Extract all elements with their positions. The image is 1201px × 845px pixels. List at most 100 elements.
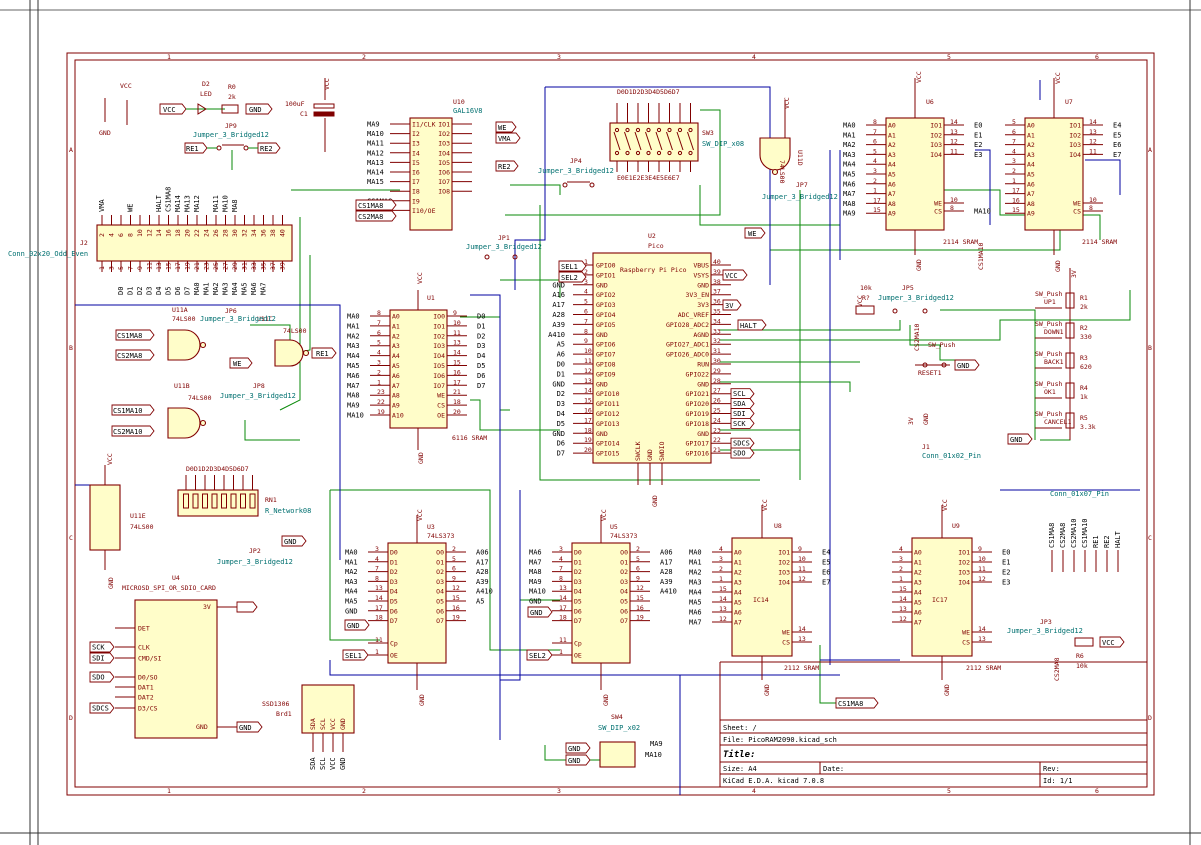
chip-u3[interactable]: U3 74LS373 D03MA0D14MA1D27MA2D38MA3D413M… (345, 509, 493, 706)
u2-left-net: D5 (557, 420, 565, 428)
switch-sw3[interactable]: D0D1D2D3D4D5D6D7 E0E1E2E3E4E5E6E7 SW3 SW… (609, 88, 744, 182)
u2-right-pin-name: GPIO16 (686, 450, 710, 458)
chip-u8[interactable]: U8 IC14 2112 SRAM A04MA0A13MA1A22MA2A31M… (689, 499, 879, 709)
col-mark-top: 5 (947, 53, 951, 61)
chip-u9[interactable]: U9 IC17 2112 SRAM A04A13A22A31A415A514A6… (892, 499, 1125, 696)
u9-pin-name: CS (962, 639, 970, 647)
u2-left-pin-name: GPIO7 (596, 351, 616, 359)
u1-net: MA4 (347, 352, 360, 360)
sw3-lever (645, 131, 652, 151)
chip-u5[interactable]: U5 74LS373 D03MA6D14MA7D27MA8D38MA9D413M… (529, 509, 677, 706)
u1-net: MA1 (347, 322, 360, 330)
we-flag-mid: WE (748, 230, 756, 238)
u9-ref: U9 (952, 522, 960, 530)
u5-pin-name: O7 (620, 617, 628, 625)
j2-ref: J2 (80, 239, 88, 247)
jumper-jp5[interactable]: JP5 Jumper_3_Bridged12 10k R? VCC CS2MA1… (855, 243, 985, 351)
sw3-lever (655, 131, 663, 151)
chip-u2-pico[interactable]: U2 Pico GPIO01GPIO12GND3GNDGPIO24A16GPIO… (548, 232, 755, 507)
u6-pin-name: A4 (888, 161, 896, 169)
reset-gnd: GND (957, 362, 970, 370)
j3-net: CS1MA8 (1048, 523, 1056, 548)
u4-net: SDO (92, 674, 105, 682)
gnd-flag-u5: GND (530, 609, 543, 617)
u10-pin-name: IO1 (438, 121, 450, 129)
u1-net: MA10 (347, 412, 364, 420)
jumper-jp4[interactable]: JP4 Jumper_3_Bridged12 (538, 157, 614, 188)
u2-left-pin-num: 8 (584, 327, 588, 335)
u6-net: MA1 (843, 131, 856, 139)
u5-pin-num: 3 (559, 545, 563, 553)
jp7-value: Jumper_3_Bridged12 (762, 193, 838, 201)
j2-net-top: VMA (98, 199, 106, 212)
u6-pin-name: A0 (888, 122, 896, 130)
switch-reset1[interactable]: SW_Push RESET1 GND (915, 341, 980, 377)
chip-u10[interactable]: U10 GAL16V8 I1/CLKMA9I2MA10I3MA11I4MA12I… (367, 98, 483, 231)
u9-value: 2112 SRAM (966, 664, 1001, 672)
u2-left-pin-name: GPIO3 (596, 301, 616, 309)
jumper-jp1[interactable]: JP1 Jumper_3_Bridged12 (466, 234, 542, 260)
chip-u6[interactable]: U6 2114 SRAM A08MA0A17MA1A26MA2A35MA3A44… (843, 71, 991, 271)
chip-u1[interactable]: U1 6116 SRAM A08MA0A17MA1A26MA2A35MA3A44… (347, 272, 487, 464)
u7-pin-num: 3 (1012, 157, 1016, 165)
gate-u11c[interactable]: U11C 74LS00 WE RE1 JP6 Jumper_3_Bridged1… (200, 307, 337, 369)
u3-pin-name: D3 (390, 578, 398, 586)
jp5-value: Jumper_3_Bridged12 (878, 294, 954, 302)
u3-pin-num: 13 (375, 584, 383, 592)
u5-pin-name: O5 (620, 598, 628, 606)
u2-right-pin-name: GPIO26_ADC0 (666, 351, 709, 359)
chip-u7[interactable]: U7 2114 SRAM A05A16A27A34A43A52A61A717A8… (1005, 72, 1121, 272)
u4-net-flag (89, 671, 115, 683)
jp8-ref: JP8 (253, 382, 265, 390)
u2-right-pin-name: GPIO18 (686, 420, 710, 428)
u9-pin-num: 14 (978, 625, 986, 633)
c1-ref: C1 (300, 110, 308, 118)
u3-ref: U3 (427, 523, 435, 531)
j2-net-bottom: D1 (127, 287, 135, 295)
tb-tool: KiCad E.D.A. kicad 7.0.8 (723, 777, 824, 785)
gate-u11b[interactable]: U11B 74LS00 CS1MA10 CS2MA10 JP8 Jumper_3… (111, 382, 296, 439)
j2-net-top: MA13 (184, 195, 192, 212)
chip-u11e[interactable]: U11E 74LS00 VCC GND (89, 453, 154, 589)
u1-pin-name: IO5 (433, 362, 445, 370)
u1-pin-name: OE (437, 412, 445, 420)
u8-pin-name: A5 (734, 599, 742, 607)
gate-u11a[interactable]: U11A 74LS00 CS1MA8 CS2MA8 (115, 306, 207, 361)
u1-pin-num: 14 (453, 349, 461, 357)
u7-pin-num: 2 (1012, 167, 1016, 175)
u10-pin-name: I4 (412, 149, 420, 157)
u8-gnd: GND (763, 684, 771, 696)
u2-left-pin-num: 14 (584, 387, 592, 395)
u8-pin-name: A4 (734, 589, 742, 597)
u9-name: IC17 (932, 596, 948, 604)
re1-flag: RE1 (186, 145, 199, 153)
resistor-network-rn1[interactable]: D0D1D2D3D4D5D6D7 RN1 R_Network08 JP2 Jum… (177, 465, 311, 566)
connector-j1[interactable]: 3V GND J1 Conn_01x02_Pin (907, 413, 981, 460)
j1-ref: J1 (922, 443, 930, 451)
u10-pin-name: I9 (412, 197, 420, 205)
u10-pin-name: IO2 (438, 130, 450, 138)
u10-net: MA9 (367, 121, 380, 129)
j2-pin-num-top: 20 (184, 229, 192, 237)
u2-right-pin-num: 25 (713, 407, 721, 415)
u2-right-pin-num: 21 (713, 446, 721, 454)
sw3-contact (614, 127, 620, 133)
u5-pin-num: 7 (559, 565, 563, 573)
j2-pin-num-bottom: 21 (193, 262, 201, 270)
u5-pin-num: 11 (559, 636, 567, 644)
rn1-resistor (202, 493, 208, 509)
u6-net: MA3 (843, 151, 856, 159)
u9-vcc: VCC (941, 499, 949, 511)
rn1-resistor (211, 493, 218, 509)
j2-pin-num-bottom: 15 (165, 262, 173, 270)
u4-pin-gnd-name: GND (196, 723, 208, 731)
button-ladder[interactable]: 3V R12kR2330R3620R41kR53.3kSW_PushUP1SW_… (1007, 268, 1096, 445)
connector-j2[interactable]: 21VMA4365D087WED1109D21211D31413HALTD416… (8, 187, 293, 295)
u5-pin-name: D4 (574, 588, 582, 596)
gate-u11d[interactable]: VCC 74LS00 U11D JP7 Jumper_3_Bridged12 (759, 97, 838, 201)
u9-pin-num: 15 (899, 585, 907, 593)
chip-u4-microsd[interactable]: U4 MICROSD_SPI_OR_SDIO_CARD DETCLKSCKCMD… (89, 574, 263, 739)
switch-sw4[interactable]: SW4 SW_DIP_x02 GND GND MA9 MA10 (565, 713, 663, 768)
